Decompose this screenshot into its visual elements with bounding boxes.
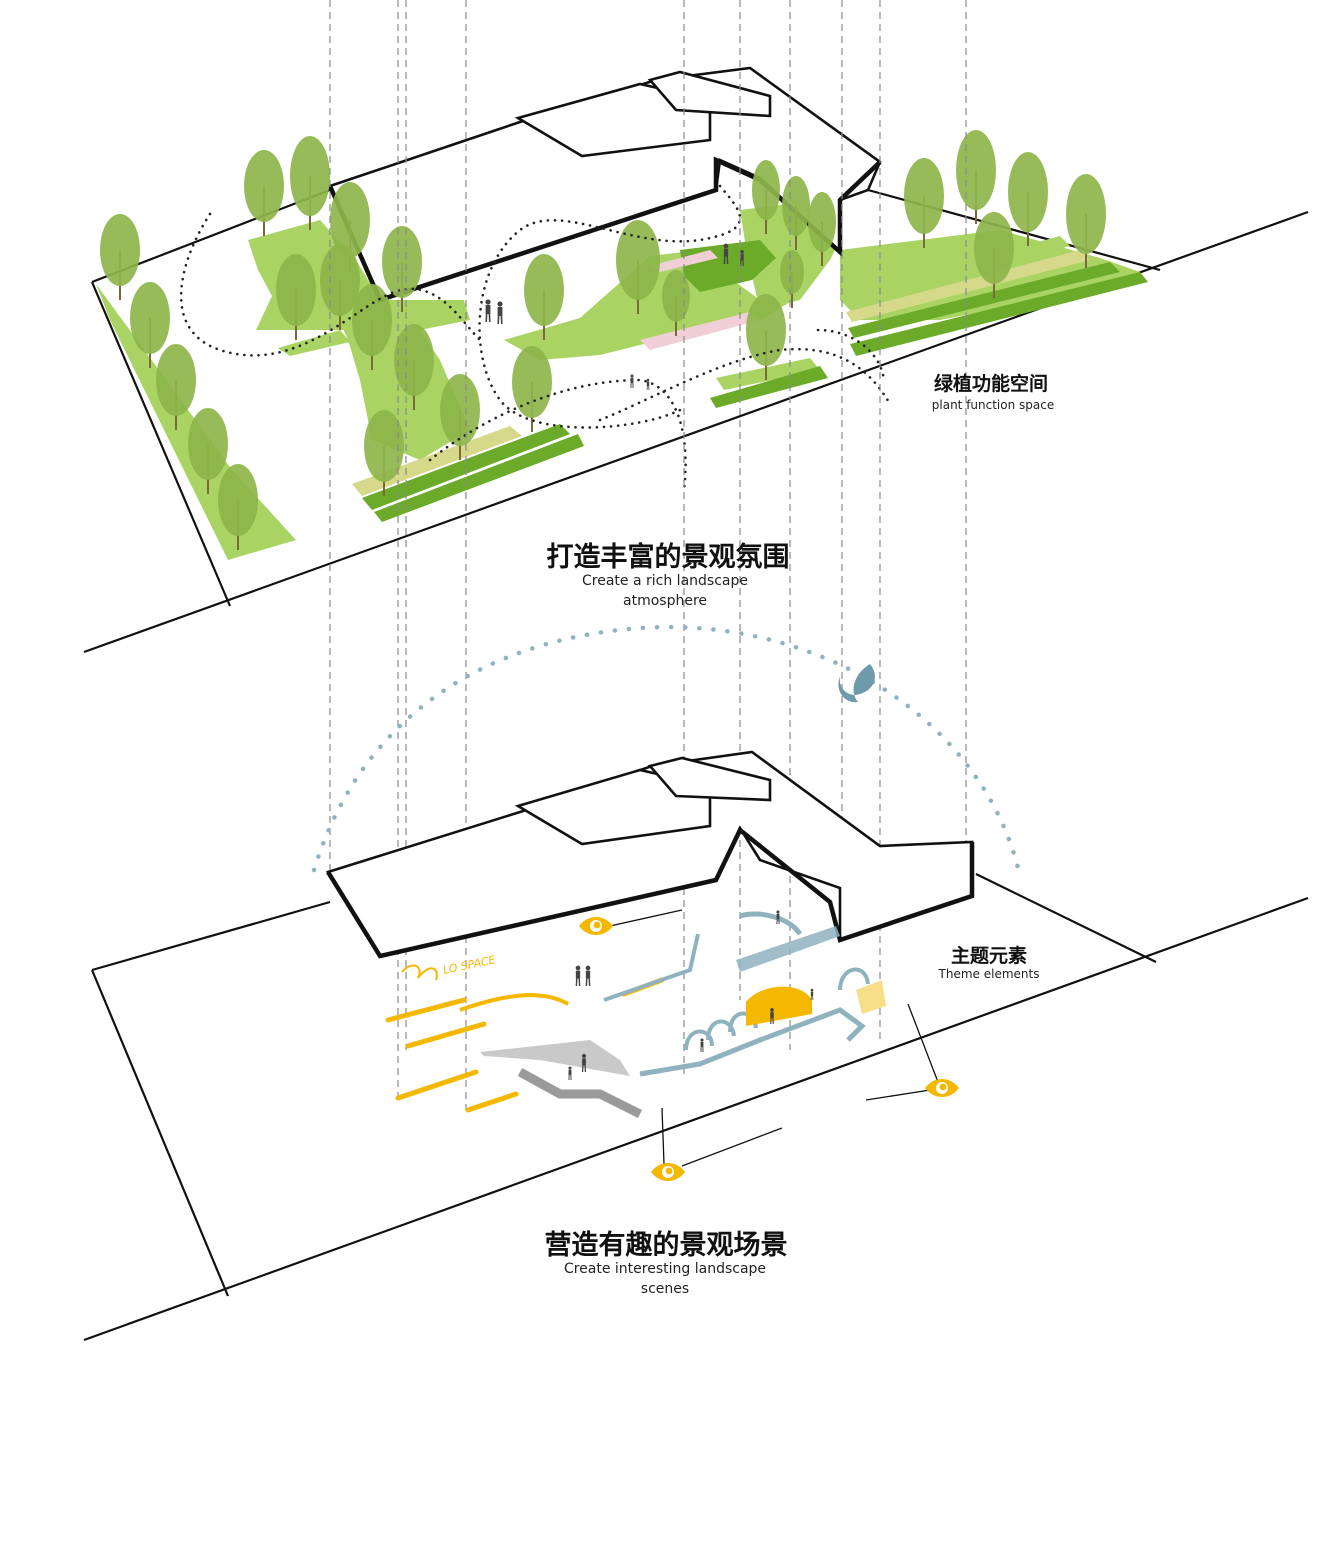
tree-icon xyxy=(100,214,140,300)
yellow-curve xyxy=(460,995,568,1010)
top-title: 打造丰富的景观氛围 Create a rich landscape atmosp… xyxy=(547,541,790,609)
label-plant: 绿植功能空间 plant function space xyxy=(932,372,1054,412)
person-icon xyxy=(497,301,502,324)
label-plant-zh: 绿植功能空间 xyxy=(934,372,1048,395)
eye-icon xyxy=(925,1079,959,1097)
bottom-title-en-1: Create interesting landscape xyxy=(564,1261,766,1277)
label-theme-en: Theme elements xyxy=(938,967,1040,981)
bottom-building xyxy=(328,752,972,956)
tree-icon xyxy=(512,346,552,432)
person-icon xyxy=(576,966,581,986)
grey-ramp xyxy=(480,1040,630,1076)
bottom-title: 营造有趣的景观场景 Create interesting landscape s… xyxy=(545,1229,788,1297)
bottom-title-zh: 营造有趣的景观场景 xyxy=(545,1229,788,1261)
eye-icon xyxy=(651,1163,685,1181)
top-title-en-2: atmosphere xyxy=(623,593,707,609)
yellow-bar-1 xyxy=(388,1000,464,1020)
person-icon xyxy=(485,299,490,322)
person-icon xyxy=(582,1054,586,1072)
blue-deck xyxy=(736,926,840,972)
person-icon xyxy=(700,1038,703,1052)
yellow-bar-3 xyxy=(398,1072,476,1098)
ground-scribble xyxy=(402,965,437,980)
yellow-pad xyxy=(856,980,886,1014)
ground-text: LO SPACE xyxy=(442,953,497,977)
person-icon xyxy=(586,966,591,986)
person-icon xyxy=(811,989,814,1000)
blue-arc-top xyxy=(740,914,800,934)
bottom-site-left-edge xyxy=(92,970,228,1296)
yellow-bar-4 xyxy=(468,1094,516,1110)
tree-icon xyxy=(244,150,284,236)
path-right-short xyxy=(818,330,884,380)
person-icon xyxy=(647,379,650,390)
yellow-bar-2 xyxy=(408,1024,484,1046)
person-icon xyxy=(770,1008,774,1024)
tree-icon xyxy=(904,158,944,248)
theme-elements: LO SPACE xyxy=(388,914,886,1114)
grey-path xyxy=(520,1072,640,1114)
top-title-en-1: Create a rich landscape xyxy=(582,573,748,589)
tree-icon xyxy=(1008,152,1048,246)
bottom-title-en-2: scenes xyxy=(641,1281,689,1297)
label-theme-zh: 主题元素 xyxy=(951,944,1027,967)
person-icon xyxy=(776,910,779,924)
eye-icon xyxy=(579,917,613,935)
label-theme: 主题元素 Theme elements xyxy=(938,944,1040,981)
yellow-pavilion xyxy=(746,987,812,1026)
person-icon xyxy=(568,1066,571,1080)
label-plant-en: plant function space xyxy=(932,398,1054,412)
tree-icon xyxy=(956,130,996,224)
tree-icon xyxy=(290,136,330,230)
bottom-site-back-edge xyxy=(92,902,330,970)
moon-icon xyxy=(838,664,875,702)
top-title-zh: 打造丰富的景观氛围 xyxy=(547,541,790,573)
person-icon xyxy=(630,374,633,388)
lawn-bar-small xyxy=(278,330,350,356)
